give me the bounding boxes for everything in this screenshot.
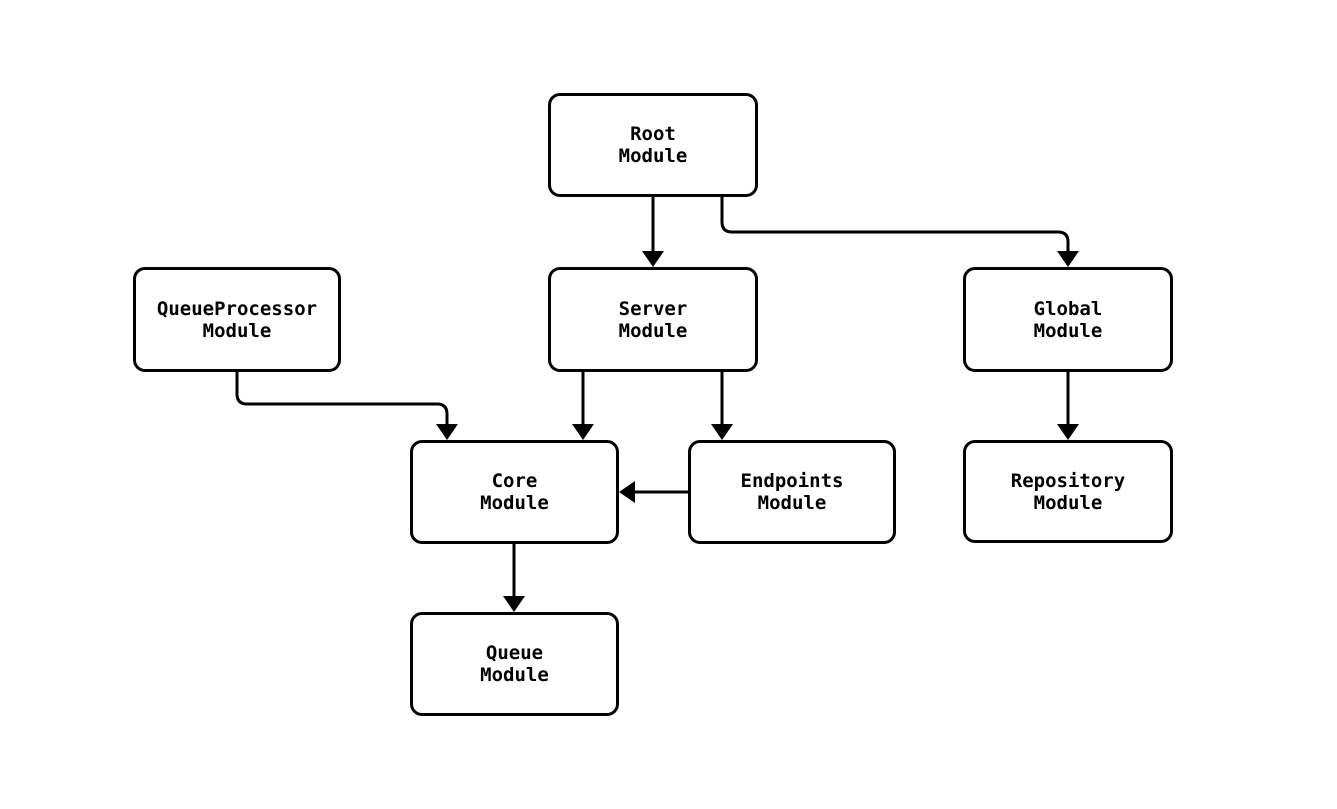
arrowhead-server-to-core — [572, 424, 594, 440]
edge-queue-processor-to-core — [235, 372, 449, 427]
node-label-line: Root — [630, 123, 676, 145]
node-label-line: Module — [757, 492, 827, 514]
node-label-line: Module — [618, 319, 688, 342]
node-label-line: Module — [1033, 319, 1103, 342]
node-queue-module: Queue Module — [410, 612, 619, 716]
node-label-line: Repository — [1010, 469, 1126, 492]
node-label-line: Module — [202, 319, 272, 342]
node-label-line: Core — [491, 470, 538, 492]
node-label-line: Module — [480, 664, 549, 686]
node-label-line: QueueProcessor — [156, 297, 318, 320]
node-label-line: Endpoints — [740, 470, 844, 492]
node-label-line: Module — [480, 492, 549, 514]
node-queueprocessor-module: QueueProcessor Module — [133, 267, 341, 372]
arrowhead-server-to-endpoints — [711, 424, 733, 440]
node-root-module: Root Module — [548, 93, 758, 197]
edge-root-to-global — [720, 197, 1070, 254]
node-endpoints-module: Endpoints Module — [688, 440, 896, 544]
node-label-line: Global — [1033, 297, 1103, 320]
arrowhead-root-to-server — [642, 251, 664, 267]
arrowhead-global-to-repository — [1057, 424, 1079, 440]
node-server-module: Server Module — [548, 267, 758, 372]
arrowhead-core-to-queue — [503, 596, 525, 612]
node-label-line: Server — [618, 297, 688, 320]
arrowhead-queue-processor-to-core — [436, 424, 458, 440]
arrowhead-root-to-global — [1057, 251, 1079, 267]
node-core-module: Core Module — [410, 440, 619, 544]
node-label-line: Queue — [485, 642, 544, 664]
node-label-line: Module — [1033, 491, 1103, 514]
node-label-line: Module — [618, 145, 688, 167]
arrowhead-endpoints-to-core — [619, 481, 635, 503]
node-repository-module: Repository Module — [963, 440, 1173, 543]
node-global-module: Global Module — [963, 267, 1173, 372]
